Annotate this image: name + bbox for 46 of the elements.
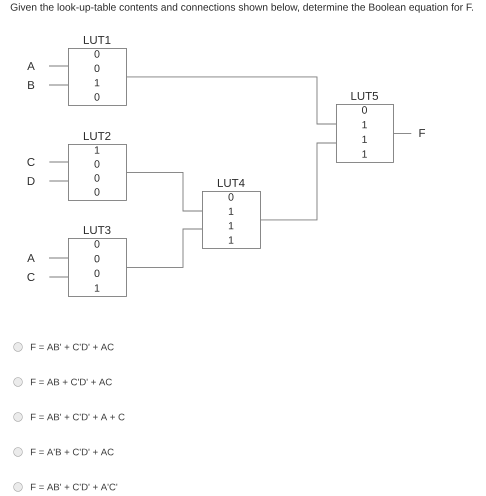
wire	[48, 84, 68, 86]
table-value: 0	[94, 240, 100, 248]
table-value: 1	[94, 146, 100, 154]
table-value: 0	[94, 160, 100, 168]
table-value: 1	[94, 79, 100, 86]
lut-title: LUT1	[84, 36, 110, 44]
wire	[393, 133, 412, 134]
table-value: 1	[228, 222, 234, 230]
answer-option: F = AB + C'D' + AC	[30, 378, 112, 386]
signal-label: D	[28, 177, 35, 185]
signal-label: C	[27, 272, 35, 282]
question-text: Given the look-up-table contents and connections shown below, determine the Boolean equation for F.	[10, 3, 473, 13]
wire	[48, 180, 68, 182]
wire	[48, 276, 68, 278]
answer-option: F = AB' + C'D' + AC	[30, 344, 114, 350]
signal-label: A	[27, 62, 35, 70]
table-value: 0	[94, 254, 100, 262]
table-value: 1	[228, 236, 234, 244]
lut-title: LUT4	[218, 179, 245, 187]
wire	[126, 228, 202, 268]
wire	[126, 172, 202, 212]
signal-label: A	[27, 254, 35, 262]
table-value: 0	[94, 64, 100, 72]
table-value: 0	[362, 106, 367, 114]
lut-title: LUT3	[84, 226, 110, 234]
lut-title: LUT2	[84, 132, 110, 140]
table-value: 1	[362, 150, 367, 158]
answer-option: F = AB' + C'D' + A + C	[30, 414, 125, 420]
wire	[260, 142, 336, 220]
signal-label: B	[28, 81, 34, 89]
answer-option: F = AB' + C'D' + A'C'	[30, 484, 118, 490]
table-value: 1	[362, 121, 367, 128]
table-value: 0	[94, 188, 100, 196]
wire	[126, 76, 336, 124]
table-value: 0	[228, 193, 234, 201]
table-value: 0	[94, 50, 100, 58]
signal-label: C	[27, 158, 35, 166]
lut-title: LUT5	[351, 92, 378, 100]
table-value: 1	[362, 136, 367, 143]
table-value: 0	[94, 174, 100, 182]
table-value: 1	[94, 284, 100, 292]
answer-option: F = A'B + C'D' + AC	[30, 448, 114, 456]
table-value: 0	[94, 93, 100, 101]
table-value: 0	[94, 270, 100, 278]
signal-label: F	[419, 129, 426, 137]
table-value: 1	[228, 208, 234, 215]
